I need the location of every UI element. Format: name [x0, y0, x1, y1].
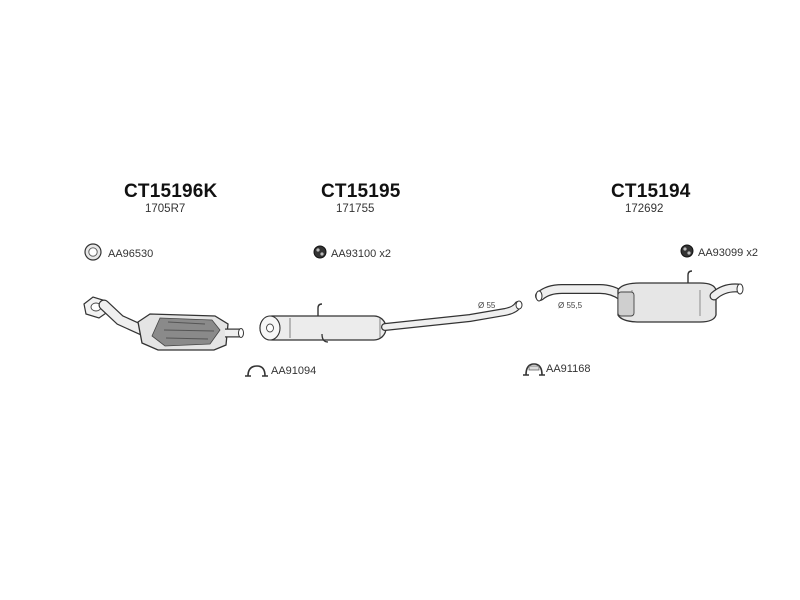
label-clamp-1: AA91094: [271, 365, 317, 377]
group-ref-172692: 172692: [625, 203, 664, 215]
dimension-pipe-1: Ø 55: [478, 301, 496, 310]
label-clamp-2: AA91168: [546, 363, 591, 375]
label-rubber-mount-1: AA93100 x2: [331, 248, 391, 260]
group-ref-171755: 171755: [336, 203, 375, 215]
clamp-icon[interactable]: [245, 365, 268, 377]
rear-silencer-part[interactable]: [535, 270, 744, 323]
rubber-mount-icon[interactable]: [680, 244, 694, 258]
group-ref-1705r7: 1705R7: [145, 203, 186, 215]
label-rubber-mount-2: AA93099 x2: [698, 247, 758, 259]
rubber-mount-icon[interactable]: [313, 245, 327, 259]
catalytic-converter-part[interactable]: [83, 296, 244, 351]
middle-silencer-part[interactable]: [259, 300, 523, 343]
gasket-ring-icon[interactable]: [84, 243, 102, 261]
label-gasket: AA96530: [108, 248, 154, 260]
group-title-ct15194: CT15194: [611, 181, 691, 202]
dimension-pipe-2: Ø 55,5: [558, 301, 583, 310]
group-title-ct15195: CT15195: [321, 181, 401, 202]
clamp-icon[interactable]: [523, 363, 545, 376]
group-title-ct15196k: CT15196K: [124, 181, 218, 202]
